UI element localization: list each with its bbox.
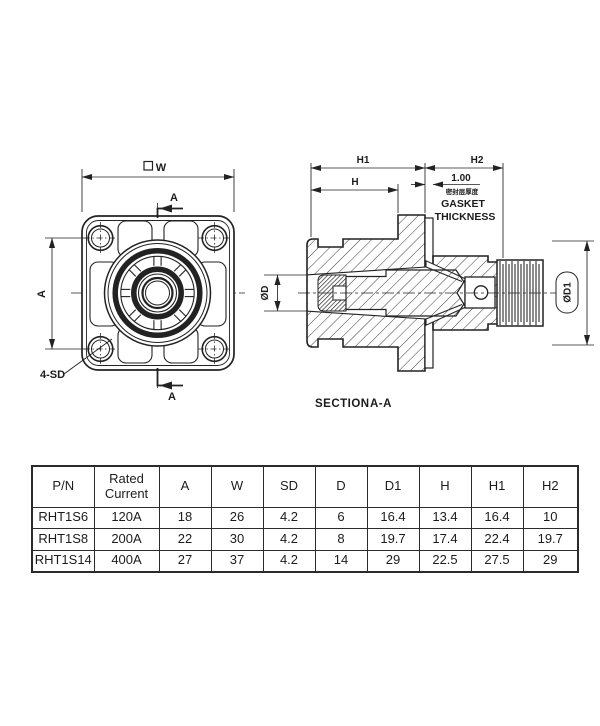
dim-dia-d1: ØD1 bbox=[552, 240, 594, 346]
table-cell: 27.5 bbox=[470, 549, 524, 572]
table-cell: 19.7 bbox=[366, 528, 420, 551]
table-cell: 22.5 bbox=[418, 549, 472, 572]
table-cell: 16.4 bbox=[366, 506, 420, 529]
cross-hole bbox=[473, 285, 489, 300]
table-row: RHT1S6 120A 18 26 4.2 6 16.4 13.4 16.4 1… bbox=[31, 506, 579, 529]
gasket-note-cn: 密封层厚度 bbox=[446, 187, 479, 196]
socket-insert bbox=[317, 274, 347, 312]
dim-label-dia-d1: ØD1 bbox=[563, 282, 574, 303]
section-caption-name: A-A bbox=[370, 398, 392, 410]
dim-dia-d: ØD bbox=[260, 274, 308, 312]
table-cell: 30 bbox=[210, 528, 264, 551]
technical-drawing: W A A A 4-SD bbox=[36, 155, 594, 410]
dim-label-h1: H1 bbox=[357, 155, 370, 166]
dim-label-a: A bbox=[36, 290, 48, 298]
section-caption: SECTION A-A bbox=[315, 398, 392, 410]
table-cell: 29 bbox=[522, 549, 579, 572]
table-cell: 13.4 bbox=[418, 506, 472, 529]
table-header-cell: A bbox=[158, 465, 212, 508]
table-cell: 27 bbox=[158, 549, 212, 572]
hole-crosshairs bbox=[84, 222, 231, 365]
table-cell: 200A bbox=[93, 528, 160, 551]
table-cell: 17.4 bbox=[418, 528, 472, 551]
table-cell: 120A bbox=[93, 506, 160, 529]
dim-label-h2: H2 bbox=[471, 155, 484, 166]
table-header-row: P/N Rated Current A W SD D D1 H H1 H2 bbox=[31, 465, 579, 508]
table-header-cell: SD bbox=[262, 465, 316, 508]
holes-callout-label: 4-SD bbox=[40, 369, 65, 381]
table-cell: 22.4 bbox=[470, 528, 524, 551]
section-view: H1 H2 H 1.00 密封层厚度 GASKET THICKNESS bbox=[260, 155, 594, 410]
dim-a: A bbox=[36, 237, 86, 350]
table-cell: RHT1S14 bbox=[31, 549, 95, 572]
gasket-note-line1: GASKET bbox=[441, 198, 485, 210]
table-cell: 19.7 bbox=[522, 528, 579, 551]
holes-callout: 4-SD bbox=[40, 338, 113, 381]
flange-inner-line bbox=[86, 220, 230, 366]
table-header-cell: D1 bbox=[366, 465, 420, 508]
section-arrow-label-top: A bbox=[170, 192, 178, 204]
table-cell: 16.4 bbox=[470, 506, 524, 529]
table-cell: 4.2 bbox=[262, 549, 316, 572]
table-cell: RHT1S8 bbox=[31, 528, 95, 551]
table-header-cell: H2 bbox=[522, 465, 579, 508]
table-cell: 400A bbox=[93, 549, 160, 572]
table-cell: 22 bbox=[158, 528, 212, 551]
dia-d1-capsule bbox=[555, 271, 579, 314]
table-header-cell: H1 bbox=[470, 465, 524, 508]
gasket-note-line2: THICKNESS bbox=[435, 211, 496, 223]
table-header-cell: D bbox=[314, 465, 368, 508]
terminal-block bbox=[456, 276, 496, 309]
table-header-cell: W bbox=[210, 465, 264, 508]
section-caption-word: SECTION bbox=[315, 398, 370, 410]
dim-h: H bbox=[310, 177, 399, 213]
dim-label-dia-d: ØD bbox=[260, 286, 271, 301]
table-cell: 18 bbox=[158, 506, 212, 529]
table-header-cell: P/N bbox=[31, 465, 95, 508]
gasket-dim-value: 1.00 bbox=[451, 173, 471, 184]
table-header-cell: H bbox=[418, 465, 472, 508]
table-cell: 37 bbox=[210, 549, 264, 572]
table-cell: 4.2 bbox=[262, 506, 316, 529]
table-cell: 29 bbox=[366, 549, 420, 572]
front-view: W A A A 4-SD bbox=[36, 160, 245, 403]
center-connector bbox=[103, 239, 212, 347]
table-cell: 8 bbox=[314, 528, 368, 551]
section-arrow-label-bottom: A bbox=[168, 391, 176, 403]
dim-h1: H1 bbox=[310, 155, 426, 237]
table-cell: RHT1S6 bbox=[31, 506, 95, 529]
table-cell: 26 bbox=[210, 506, 264, 529]
dim-gasket: 1.00 密封层厚度 GASKET THICKNESS bbox=[411, 173, 495, 223]
table-cell: 6 bbox=[314, 506, 368, 529]
section-cut-marks: A A bbox=[156, 192, 183, 403]
section-arrow-bottom-head bbox=[159, 381, 172, 390]
table-row: RHT1S14 400A 27 37 4.2 14 29 22.5 27.5 2… bbox=[31, 549, 579, 572]
table-cell: 4.2 bbox=[262, 528, 316, 551]
dim-h2: H2 bbox=[424, 155, 504, 258]
dimension-table: P/N Rated Current A W SD D D1 H H1 H2 RH… bbox=[31, 465, 579, 573]
table-row: RHT1S8 200A 22 30 4.2 8 19.7 17.4 22.4 1… bbox=[31, 528, 579, 551]
square-symbol bbox=[143, 160, 154, 171]
table-header-cell: Rated Current bbox=[93, 465, 160, 508]
dim-label-h: H bbox=[351, 177, 358, 188]
table-cell: 10 bbox=[522, 506, 579, 529]
section-arrow-top-head bbox=[159, 204, 172, 213]
dim-w: W bbox=[81, 160, 235, 212]
table-cell: 14 bbox=[314, 549, 368, 572]
dim-label-w: W bbox=[156, 162, 167, 174]
